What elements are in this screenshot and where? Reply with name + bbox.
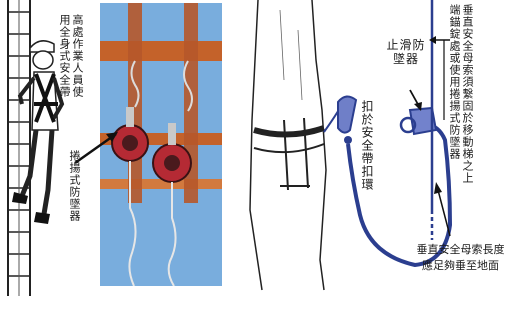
lifeline-length-line2: 應足夠垂至地面 xyxy=(408,258,513,274)
clip-to-harness-label: 扣於安全帶扣環 xyxy=(360,100,374,200)
pointer-arrow xyxy=(0,0,230,326)
lifeline-length-label: 垂直安全母索長度 應足夠垂至地面 xyxy=(408,242,513,274)
ladder-fall-arrester-figure: 高處作業人員使用全身式安全帶 捲揚式防墜器 xyxy=(0,0,230,326)
lifeline-length-line1: 垂直安全母索長度 xyxy=(408,242,513,258)
tree-trunk-lifeline-drawing xyxy=(240,0,517,326)
retractable-arrester-label: 捲揚式防墜器 xyxy=(68,150,81,222)
vertical-lifeline-figure: 扣於安全帶扣環 止滑防墜器 垂直安全母索須繫固於移動梯之上端錨錠處或使用捲揚式防… xyxy=(240,0,517,326)
anchor-instruction-label: 垂直安全母索須繫固於移動梯之上端錨錠處或使用捲揚式防墜器 xyxy=(448,4,474,184)
anti-slip-arrester-label: 止滑防墜器 xyxy=(386,38,426,108)
